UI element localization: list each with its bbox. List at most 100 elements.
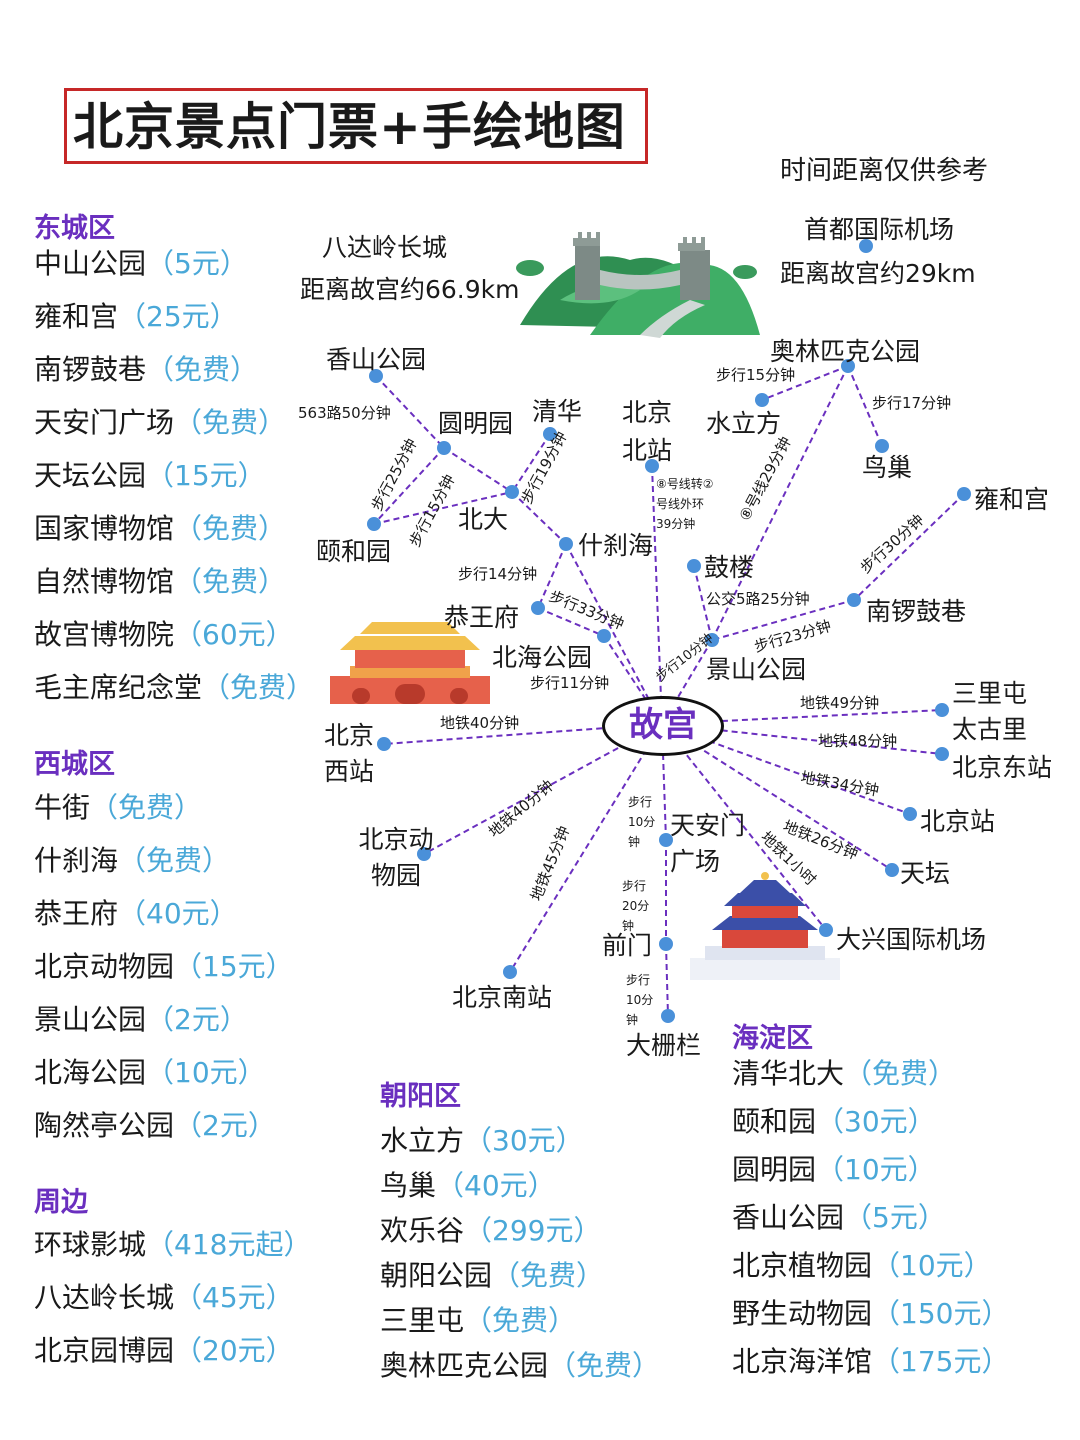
label-tiananmen: 天安门广场 — [670, 811, 746, 876]
label-beida: 北大 — [458, 505, 509, 534]
node-airport — [859, 239, 873, 253]
route-line-qianmen-dashilan — [665, 943, 669, 1017]
list-item: 毛主席纪念堂（免费） — [34, 671, 315, 704]
route-label: ⑧号线29分钟 — [736, 434, 795, 524]
label-yiheyuan: 颐和园 — [316, 537, 392, 566]
route-line-gulou-jingshan — [693, 565, 713, 641]
route-line-yiheyuan-beida — [373, 491, 513, 525]
list-item: 三里屯（免费） — [380, 1304, 577, 1337]
route-label: 公交5路25分钟 — [706, 590, 810, 608]
node-beida — [505, 485, 519, 499]
label-beihai: 北海公园 — [492, 643, 593, 672]
route-label: 步行33分钟 — [547, 587, 627, 633]
temple-of-heaven-illustration — [690, 872, 840, 980]
route-label: 步行17分钟 — [872, 394, 951, 412]
tiananmen-illustration — [330, 622, 490, 704]
route-label: 步行15分钟 — [406, 472, 459, 550]
label-airport-distance: 距离故宫约29km — [780, 259, 976, 288]
route-line-center-sanlitun — [661, 709, 943, 725]
node-beijingxi — [377, 737, 391, 751]
node-gongwangfu — [531, 601, 545, 615]
label-beijingnan: 北京南站 — [452, 983, 553, 1012]
node-shichahai — [559, 537, 573, 551]
route-line-center-beijingxi — [383, 723, 663, 745]
node-xiangshan — [369, 369, 383, 383]
great-wall-illustration — [516, 232, 760, 338]
list-item: 北海公园（10元） — [34, 1056, 266, 1089]
route-line-qinghua-beida — [511, 433, 551, 493]
disclaimer-note: 时间距离仅供参考 — [780, 156, 989, 186]
node-yonghegong — [957, 487, 971, 501]
district-heading-dongcheng: 东城区 — [34, 213, 115, 244]
route-label: 步行15分钟 — [716, 366, 795, 384]
list-item: 环球影城（418元起） — [34, 1228, 312, 1261]
route-line-nanluo-jingshan — [711, 599, 855, 641]
node-daxing — [819, 923, 833, 937]
route-line-yuanmingyuan-yiheyuan — [373, 447, 445, 525]
node-aolinpike — [841, 359, 855, 373]
route-label-walk10c: 步行10分钟 — [626, 973, 654, 1027]
node-yuanmingyuan — [437, 441, 451, 455]
label-qinghua: 清华 — [532, 397, 583, 426]
list-item: 天坛公园（15元） — [34, 459, 266, 492]
node-beijingdong — [935, 747, 949, 761]
label-badaling: 八达岭长城 — [322, 233, 448, 262]
label-shuilifang: 水立方 — [706, 409, 782, 438]
list-item: 南锣鼓巷（免费） — [34, 353, 259, 386]
label-airport: 首都国际机场 — [804, 215, 955, 244]
route-line-gongwangfu-beihai — [537, 607, 605, 637]
list-item: 欢乐谷（299元） — [380, 1214, 602, 1247]
route-line-aolinpike-niaochao — [847, 365, 883, 447]
label-dashilan: 大栅栏 — [626, 1031, 702, 1060]
list-item: 颐和园（30元） — [732, 1105, 936, 1138]
list-item: 北京园博园（20元） — [34, 1334, 294, 1367]
route-label-walk10b: 步行10分钟 — [628, 795, 656, 849]
node-niaochao — [875, 439, 889, 453]
list-item: 景山公园（2元） — [34, 1003, 248, 1036]
list-item: 国家博物馆（免费） — [34, 512, 287, 545]
route-label: 地铁45分钟 — [527, 823, 573, 903]
list-item: 北京海洋馆（175元） — [732, 1345, 1010, 1378]
label-daxing: 大兴国际机场 — [836, 925, 987, 954]
route-line-aolinpike-jingshan — [711, 365, 849, 641]
label-qianmen: 前门 — [602, 931, 653, 960]
node-sanlitun — [935, 703, 949, 717]
route-line-yonghegong-nanluo — [853, 493, 965, 601]
route-line-aolinpike-shuilifang — [761, 365, 849, 401]
route-label: 地铁40分钟 — [440, 714, 519, 732]
route-label-line8: ⑧号线转②号线外环39分钟 — [656, 477, 714, 531]
map-nodes — [367, 239, 971, 1023]
title-box: 北京景点门票+手绘地图 — [64, 88, 648, 164]
route-label-walk20: 步行20分钟 — [622, 879, 650, 933]
list-item: 水立方（30元） — [380, 1124, 584, 1157]
node-beijingbei — [645, 459, 659, 473]
label-beijingdong: 北京东站 — [952, 753, 1053, 782]
list-item: 雍和宫（25元） — [34, 300, 238, 333]
page-title: 北京景点门票+手绘地图 — [73, 98, 626, 156]
node-nanluo — [847, 593, 861, 607]
node-gulou — [687, 559, 701, 573]
list-item: 陶然亭公园（2元） — [34, 1109, 276, 1142]
center-node-gugong: 故宫 — [602, 696, 724, 756]
label-gulou: 鼓楼 — [704, 553, 755, 582]
list-item: 天安门广场（免费） — [34, 406, 287, 439]
node-dashilan — [661, 1009, 675, 1023]
list-item: 圆明园（10元） — [732, 1153, 936, 1186]
list-item: 自然博物馆（免费） — [34, 565, 287, 598]
district-heading-zhoubian: 周边 — [34, 1187, 88, 1218]
node-qianmen — [659, 937, 673, 951]
route-line-center-beijingdong — [661, 723, 943, 755]
label-jingshan: 景山公园 — [706, 655, 807, 684]
label-gongwangfu: 恭王府 — [444, 603, 520, 632]
route-label: 563路50分钟 — [298, 404, 391, 422]
list-item: 中山公园（5元） — [34, 247, 248, 280]
node-shuilifang — [755, 393, 769, 407]
route-label: 地铁34分钟 — [799, 768, 880, 799]
list-item: 牛街（免费） — [34, 791, 203, 824]
list-item: 奥林匹克公园（免费） — [380, 1349, 661, 1382]
node-yiheyuan — [367, 517, 381, 531]
list-item: 香山公园（5元） — [732, 1201, 946, 1234]
label-aolinpike: 奥林匹克公园 — [770, 337, 921, 366]
list-item: 朝阳公园（免费） — [380, 1259, 605, 1292]
